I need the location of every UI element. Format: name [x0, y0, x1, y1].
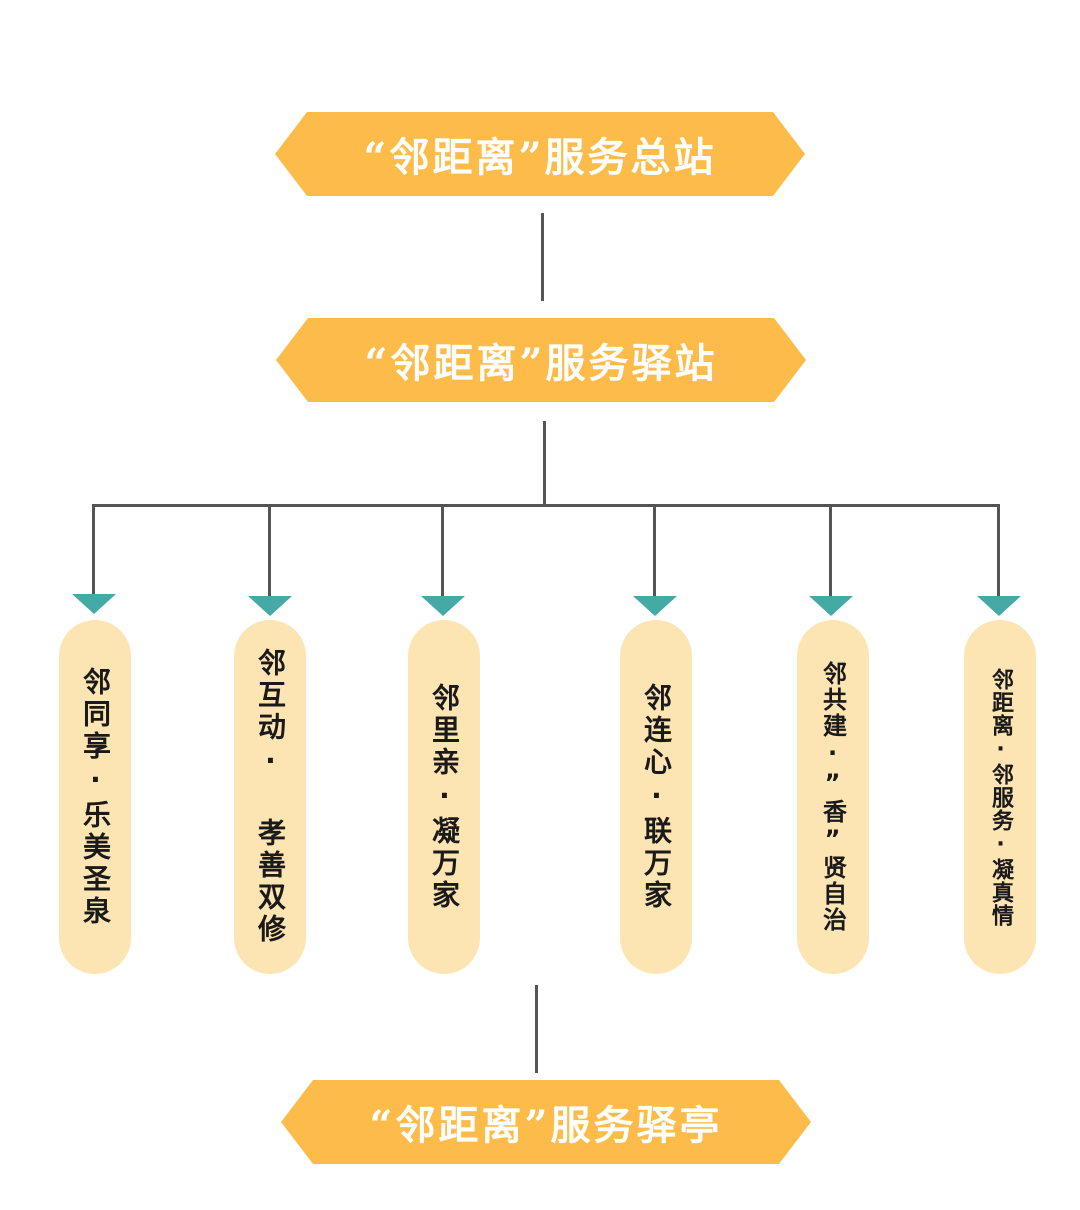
mid-station-label: “邻距离”服务驿站 [364, 340, 718, 387]
branch-label: 邻共建·”香”贤自治 [818, 661, 847, 933]
top-station-label: “邻距离”服务总站 [363, 134, 717, 181]
branch-pill: 邻连心·联万家 [620, 620, 692, 974]
down-arrow-icon [809, 596, 853, 616]
connector-top-mid [541, 213, 544, 301]
branch-pill: 邻里亲·凝万家 [408, 620, 480, 974]
branch-drop [829, 504, 832, 598]
down-arrow-icon [633, 596, 677, 616]
branch-pill: 邻同享·乐美圣泉 [59, 620, 131, 974]
down-arrow-icon [248, 596, 292, 616]
top-station-banner: “邻距离”服务总站 [275, 112, 805, 196]
connector-mid-trunk [543, 421, 546, 505]
branch-drop [997, 504, 1000, 598]
branch-label: 邻互动· 孝善双修 [254, 648, 287, 946]
branch-label: 邻同享·乐美圣泉 [79, 666, 112, 928]
bottom-station-label: “邻距离”服务驿亭 [369, 1102, 723, 1149]
branch-pill: 邻互动· 孝善双修 [234, 620, 306, 974]
mid-station-banner: “邻距离”服务驿站 [276, 318, 806, 402]
branch-label: 邻连心·联万家 [640, 682, 673, 912]
branch-drop [441, 504, 444, 598]
branch-pill: 邻距离·邻服务·凝真情 [964, 620, 1036, 974]
down-arrow-icon [72, 594, 116, 614]
branch-drop [92, 504, 95, 596]
branch-pill: 邻共建·”香”贤自治 [797, 620, 869, 974]
bottom-station-banner: “邻距离”服务驿亭 [281, 1080, 811, 1164]
branch-drop [268, 504, 271, 598]
down-arrow-icon [977, 596, 1021, 616]
branch-label: 邻里亲·凝万家 [428, 682, 461, 912]
branch-label: 邻距离·邻服务·凝真情 [988, 667, 1013, 927]
connector-branch-bar [92, 504, 999, 507]
branch-drop [653, 504, 656, 598]
down-arrow-icon [421, 596, 465, 616]
connector-to-bottom [535, 985, 538, 1073]
